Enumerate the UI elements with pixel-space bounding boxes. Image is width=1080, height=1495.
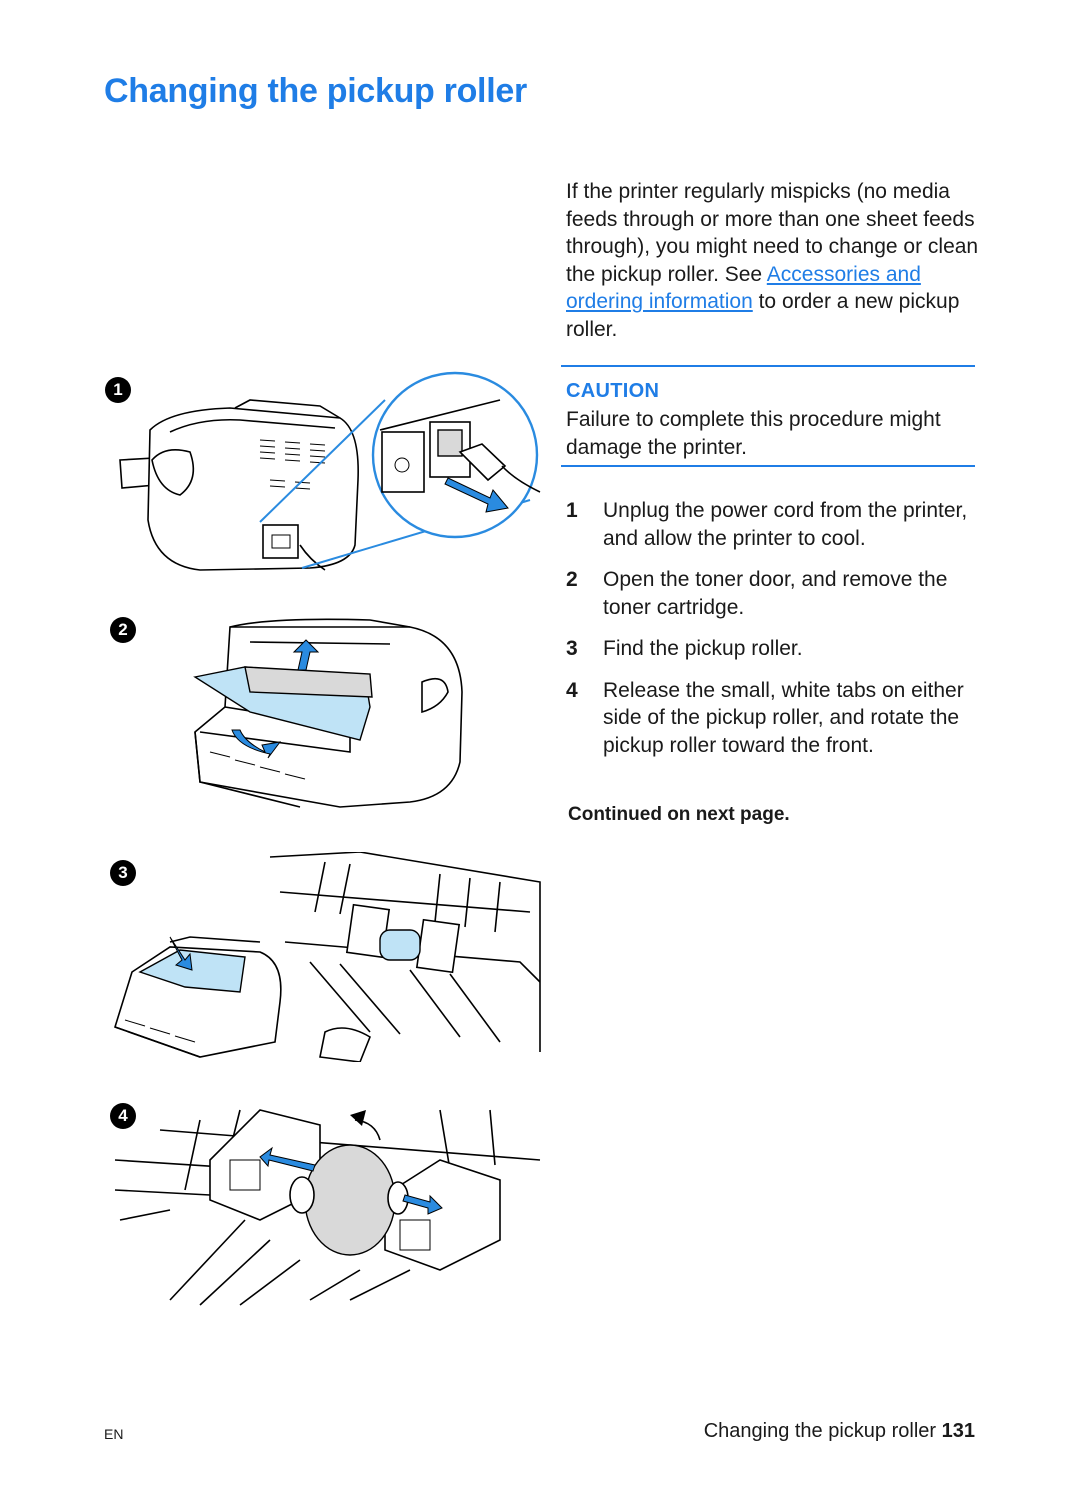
continued-note: Continued on next page.: [568, 804, 790, 825]
footer-section-title: Changing the pickup roller: [703, 1420, 937, 1442]
figure-marker-2: 2: [110, 617, 136, 643]
caution-box: CAUTION Failure to complete this procedu…: [561, 365, 975, 467]
step-item: 4 Release the small, white tabs on eithe…: [566, 677, 980, 760]
intro-text-start: If the printer regularly mispicks (no me…: [566, 180, 979, 286]
intro-text-end: to order a new pickup roller.: [566, 290, 960, 341]
step-text: Release the small, white tabs on either …: [603, 678, 964, 757]
steps-list: 1 Unplug the power cord from the printer…: [566, 497, 980, 773]
caution-label: CAUTION: [566, 380, 660, 402]
step-text: Find the pickup roller.: [603, 637, 803, 660]
caution-text: Failure to complete this procedure might…: [566, 408, 941, 459]
step-number: 1: [566, 499, 578, 522]
step-text: Unplug the power cord from the printer, …: [603, 499, 968, 550]
step-number: 2: [566, 568, 578, 591]
page-number: 131: [941, 1420, 975, 1442]
step-text: Open the toner door, and remove the tone…: [603, 568, 948, 619]
footer-page-info: Changing the pickup roller 131: [704, 1420, 975, 1443]
step-item: 3 Find the pickup roller.: [566, 635, 980, 663]
step-item: 1 Unplug the power cord from the printer…: [566, 497, 980, 552]
footer-language: EN: [104, 1426, 124, 1442]
release-tabs-rotate-roller-illustration: [114, 1109, 541, 1306]
figure-marker-3: 3: [110, 860, 136, 886]
open-toner-door-illustration: [193, 618, 463, 808]
intro-paragraph: If the printer regularly mispicks (no me…: [566, 178, 986, 343]
unplug-power-cord-illustration: [119, 371, 541, 571]
step-number: 4: [566, 678, 578, 702]
figure-marker-1: 1: [105, 377, 131, 403]
step-number: 3: [566, 637, 578, 660]
figure-marker-4: 4: [110, 1103, 136, 1129]
accessories-link[interactable]: Accessories and ordering information: [566, 262, 921, 314]
step-item: 2 Open the toner door, and remove the to…: [566, 566, 980, 621]
pickup-roller-location-illustration: [114, 852, 541, 1062]
page-title: Changing the pickup roller: [104, 72, 527, 110]
